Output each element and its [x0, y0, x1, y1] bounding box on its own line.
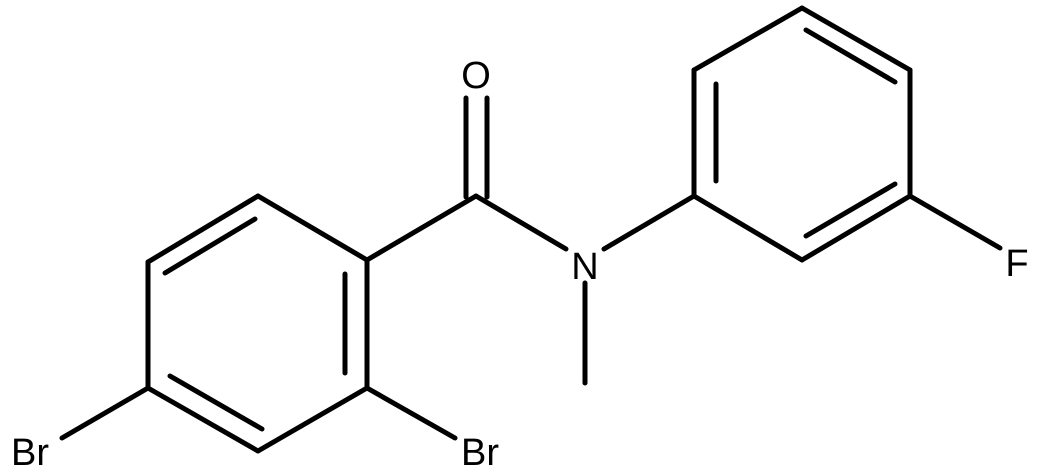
bond-ring-b-3-inner: [803, 27, 898, 85]
atom-label-bromine-ortho: Br: [461, 432, 499, 472]
bond-c-br-ortho: [364, 385, 458, 441]
bond-ring-b-2: [691, 5, 805, 73]
atom-label-nitrogen: N: [571, 246, 598, 288]
atom-label-oxygen: O: [461, 55, 491, 97]
atom-label-fluorine: F: [1005, 243, 1028, 285]
atom-label-bromine-para: Br: [11, 432, 49, 472]
bond-ring-b-3: [799, 5, 913, 73]
bond-carbonyl-n: [473, 193, 569, 252]
bond-ring-b-5-inner: [803, 181, 898, 239]
bond-ring-a-5-inner: [167, 373, 265, 432]
bond-ring-a-2: [255, 193, 370, 263]
bond-layer: [59, 5, 1003, 454]
bond-ring-b-6: [691, 193, 805, 263]
bond-ring-b-5: [799, 193, 913, 263]
bond-c-br-para: [59, 385, 151, 441]
bond-ring-a-4: [255, 385, 370, 454]
bond-ring-carbonyl: [364, 193, 479, 263]
bond-n-aryl: [601, 193, 697, 252]
atom-label-layer: O N F Br Br: [11, 55, 1029, 472]
bond-c-f: [907, 193, 1003, 251]
bond-ring-a-1-inner: [162, 216, 258, 276]
bond-ring-a-5: [145, 385, 261, 454]
bond-ring-a-1: [145, 193, 261, 265]
